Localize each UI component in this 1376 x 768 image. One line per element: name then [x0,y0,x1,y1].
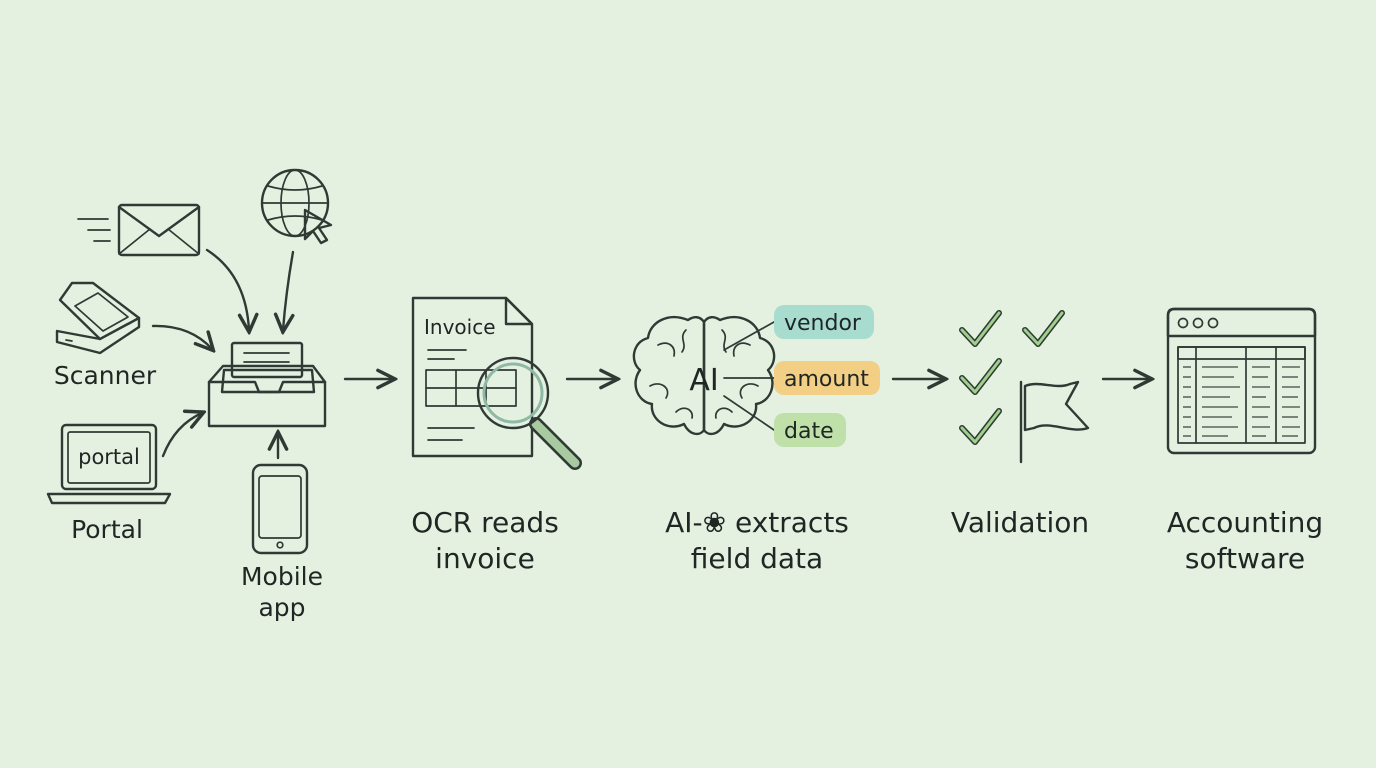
field-connector-lines [723,321,775,431]
field-pill-bg [774,361,880,395]
ai-extract-step-label: AI-❀ extracts field data [665,506,849,575]
magnifier-icon [476,356,582,470]
portal-label: Portal [71,515,143,544]
field-pill-text: date [784,419,834,444]
inbox-tray-icon [207,341,327,428]
accounting-step-label: Accounting software [1166,506,1324,575]
field-pill-text: vendor [784,311,862,336]
field-pill-text: amount [784,367,869,392]
validation-step-label: Validation [950,506,1090,539]
input-arrows [151,248,293,460]
invoice-document-icon: Invoice [411,296,534,458]
field-pill-bg [774,413,846,447]
accounting-window-icon [1166,307,1317,455]
mobile-app-label: Mobile app [240,562,323,622]
field-pill-date: date [774,413,846,447]
flag-icon [1019,380,1090,464]
scanner-icon [55,281,141,355]
ocr-step-label: OCR reads invoice [411,506,559,575]
validation-checks [959,310,1065,445]
web-globe-icon [260,168,333,245]
laptop-portal-icon: portal [46,423,172,505]
invoice-doc-title: Invoice [424,315,496,339]
extracted-field-pills: vendor amount date [774,305,880,447]
field-pill-bg [774,305,874,339]
ai-brain-icon: AI [632,315,776,436]
mobile-phone-icon [251,463,309,555]
email-icon [77,203,201,257]
ai-badge-text: AI [689,363,718,398]
portal-screen-text: portal [78,445,140,469]
scanner-label: Scanner [53,361,157,390]
field-pill-vendor: vendor [774,305,874,339]
field-pill-amount: amount [774,361,880,395]
